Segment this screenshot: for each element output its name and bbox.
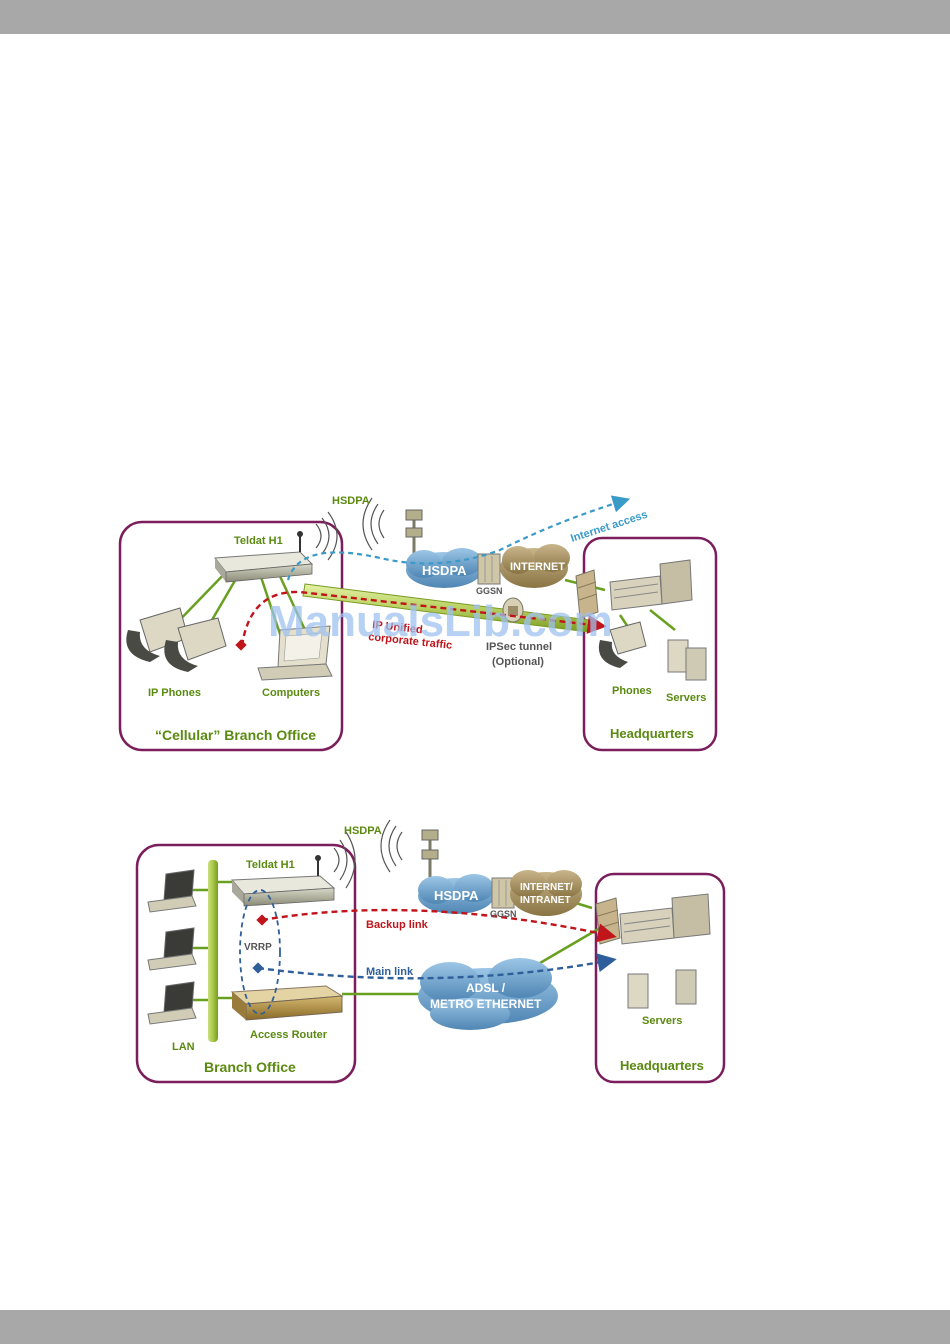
backup-start-marker bbox=[256, 914, 268, 926]
watermark-text: ManualsLib.com bbox=[268, 597, 613, 646]
hsdpa-cloud bbox=[406, 548, 482, 588]
headquarters-frame bbox=[594, 872, 726, 1084]
branch-office-title: “Cellular” Branch Office bbox=[155, 727, 316, 743]
hq-building-icon bbox=[619, 893, 711, 945]
top-header-bar bbox=[0, 0, 950, 34]
headquarters-frame bbox=[582, 536, 718, 752]
phones-label: Phones bbox=[612, 685, 652, 697]
hq-building-icon bbox=[609, 559, 693, 611]
lan-laptop-icon bbox=[147, 869, 197, 913]
router-label: Teldat H1 bbox=[246, 859, 295, 871]
ggsn-device-icon bbox=[491, 877, 515, 909]
branch-backup-diagram: HSDPA Teldat H1 HSDPA INTERNET/ INTRANET… bbox=[135, 819, 726, 1084]
lan-label: LAN bbox=[172, 1041, 195, 1053]
bottom-footer-bar bbox=[0, 1310, 950, 1344]
adsl-metro-cloud bbox=[418, 958, 558, 1030]
vrrp-group-ring bbox=[239, 889, 281, 1015]
computers-icon bbox=[257, 625, 333, 681]
cell-tower-icon bbox=[380, 819, 439, 882]
router-label: Teldat H1 bbox=[234, 535, 283, 547]
lan-laptop-icon bbox=[147, 981, 197, 1025]
corporate-traffic-line bbox=[240, 590, 607, 647]
access-router-icon bbox=[230, 985, 344, 1021]
branch-office-frame bbox=[118, 520, 344, 752]
adsl-label-line1: ADSL / bbox=[466, 981, 506, 995]
hsdpa-signal-label: HSDPA bbox=[332, 495, 370, 507]
hq-phone-icon bbox=[598, 621, 647, 668]
internet-intranet-cloud bbox=[510, 870, 582, 916]
internet-cloud-label: INTERNET bbox=[510, 561, 565, 573]
padlock-icon bbox=[502, 597, 524, 623]
teldat-h1-router-icon bbox=[230, 831, 356, 907]
traffic-label-line1: IP Unified bbox=[372, 619, 424, 636]
teldat-h1-router-icon bbox=[214, 511, 338, 583]
internet-cloud bbox=[500, 544, 570, 588]
hsdpa-cloud-label: HSDPA bbox=[434, 888, 479, 903]
branch-office-frame bbox=[135, 843, 357, 1084]
servers-label: Servers bbox=[642, 1015, 682, 1027]
servers-icon bbox=[627, 969, 697, 1009]
lan-laptop-icon bbox=[147, 927, 197, 971]
adsl-label-line2: METRO ETHERNET bbox=[430, 997, 542, 1011]
cellular-branch-diagram: HSDPA Teldat H1 HSDPA INTERNET GGSN Inte… bbox=[118, 495, 718, 752]
main-link-label: Main link bbox=[366, 966, 414, 978]
tunnel-label-line1: IPSec tunnel bbox=[486, 641, 552, 653]
access-router-label: Access Router bbox=[250, 1029, 328, 1041]
headquarters-title: Headquarters bbox=[610, 726, 694, 741]
internet-access-label: Internet access bbox=[569, 509, 649, 545]
servers-icon bbox=[667, 639, 707, 681]
computers-label: Computers bbox=[262, 687, 320, 699]
traffic-start-marker bbox=[235, 639, 247, 651]
firewall-icon bbox=[575, 569, 599, 619]
hsdpa-cloud-label: HSDPA bbox=[422, 563, 467, 578]
main-start-marker bbox=[252, 962, 264, 974]
tunnel-label-line2: (Optional) bbox=[492, 656, 544, 668]
hsdpa-cloud bbox=[418, 874, 494, 914]
ggsn-label: GGSN bbox=[490, 909, 517, 919]
vrrp-label: VRRP bbox=[244, 942, 272, 953]
ip-phones-label: IP Phones bbox=[148, 687, 201, 699]
firewall-icon bbox=[595, 897, 621, 945]
hsdpa-signal-label: HSDPA bbox=[344, 825, 382, 837]
backup-link-label: Backup link bbox=[366, 919, 429, 931]
backup-link-line bbox=[261, 908, 617, 943]
ip-phones-icon bbox=[126, 607, 227, 672]
branch-office-title: Branch Office bbox=[204, 1059, 296, 1075]
headquarters-title: Headquarters bbox=[620, 1058, 704, 1073]
ggsn-device-icon bbox=[477, 553, 501, 585]
internet-cloud-line1: INTERNET/ bbox=[520, 882, 573, 893]
servers-label: Servers bbox=[666, 692, 706, 704]
lan-bus bbox=[208, 860, 218, 1042]
ggsn-label: GGSN bbox=[476, 586, 503, 596]
internet-cloud-line2: INTRANET bbox=[520, 895, 571, 906]
